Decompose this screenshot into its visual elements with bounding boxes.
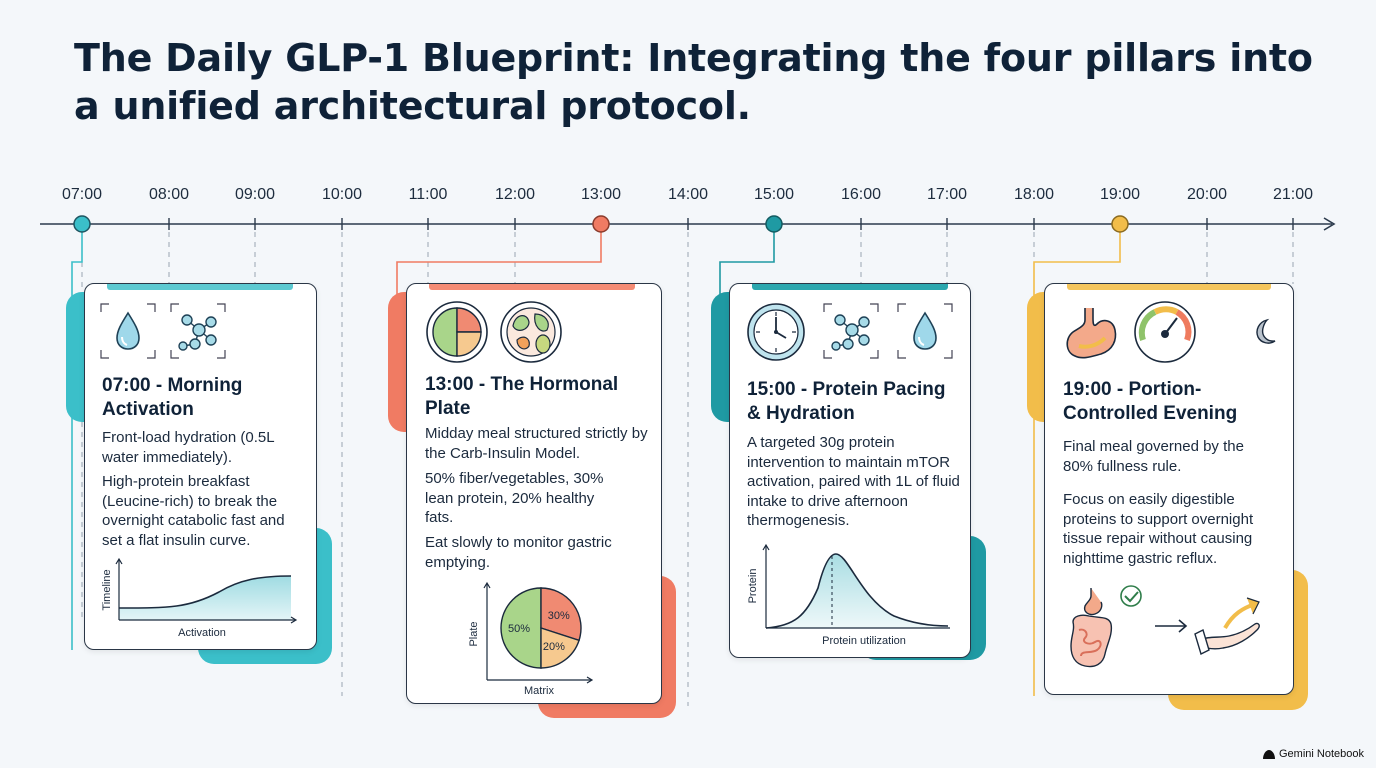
- card-paragraph: Front-load hydration (0.5L water immedia…: [102, 429, 275, 466]
- card-paragraph: Midday meal structured strictly by the C…: [425, 425, 648, 462]
- hour-label-2100: 21:00: [1272, 186, 1314, 203]
- card-paragraph: A targeted 30g protein intervention to m…: [747, 434, 960, 529]
- digestive-system-icon: [1070, 588, 1113, 668]
- pie-slice-label: 20%: [543, 641, 565, 653]
- hour-label-0700: 07:00: [61, 186, 103, 203]
- hour-label-1200: 12:00: [494, 186, 536, 203]
- molecule-icon: [170, 303, 226, 359]
- card-protein-pacing: 15:00 - Protein Pacing & Hydration A tar…: [729, 283, 971, 658]
- hand-arrow-icon: [1194, 597, 1260, 655]
- icon-row: [99, 300, 299, 364]
- marker-1900: [1111, 215, 1129, 233]
- water-drop-icon: [897, 303, 953, 359]
- activation-curve: [118, 575, 292, 609]
- digestion-illustration: [1070, 585, 1260, 668]
- protein-curve-area: [766, 554, 948, 628]
- icon-row: [1059, 300, 1281, 364]
- chart-xlabel: Matrix: [524, 685, 554, 697]
- fullness-gauge-icon: [1134, 301, 1196, 363]
- marker-1300: [592, 215, 610, 233]
- hour-label-1600: 16:00: [840, 186, 882, 203]
- stomach-icon: [1066, 308, 1117, 359]
- molecule-icon: [823, 303, 879, 359]
- card-title: 15:00 - Protein Pacing & Hydration: [747, 379, 946, 424]
- plate-pie: 50% 30% 20%: [500, 587, 582, 669]
- activation-chart: Timeline Activation: [101, 557, 298, 639]
- pie-slice-label: 30%: [548, 610, 570, 622]
- card-title: 13:00 - The Hormonal Plate: [425, 374, 619, 419]
- chart-ylabel: Timeline: [101, 569, 113, 610]
- connector-evening: [1033, 232, 1121, 696]
- connector-afternoon: [719, 232, 775, 300]
- timeline-markers: [73, 215, 1129, 233]
- card-topbar: [1067, 284, 1271, 290]
- page-title: The Daily GLP-1 Blueprint: Integrating t…: [74, 36, 1313, 128]
- hour-label-1900: 19:00: [1099, 186, 1141, 203]
- connector-midday: [396, 232, 602, 300]
- hour-label-2000: 20:00: [1186, 186, 1228, 203]
- icon-row: [746, 300, 956, 364]
- hour-label-0900: 09:00: [234, 186, 276, 203]
- brand-logo-icon: [1263, 749, 1275, 759]
- food-plate-icon: [500, 301, 562, 363]
- pie-slice-label: 50%: [508, 623, 530, 635]
- connector-morning: [71, 232, 83, 650]
- chart-xlabel: Protein utilization: [822, 635, 906, 647]
- card-paragraph: Final meal governed by the 80% fullness …: [1063, 438, 1244, 475]
- card-portion-controlled-evening: 19:00 - Portion-Controlled Evening Final…: [1044, 283, 1294, 695]
- hour-label-1700: 17:00: [926, 186, 968, 203]
- card-topbar: [107, 284, 293, 290]
- activation-curve-area: [119, 576, 291, 620]
- hour-label-1000: 10:00: [321, 186, 363, 203]
- timeline-ticks: [168, 218, 1294, 230]
- hour-label-1500: 15:00: [753, 186, 795, 203]
- card-topbar: [752, 284, 948, 290]
- card-hormonal-plate: 13:00 - The Hormonal Plate Midday meal s…: [406, 283, 662, 704]
- card-paragraph: 50% fiber/vegetables, 30% lean protein, …: [425, 470, 604, 526]
- brand-label: Gemini Notebook: [1279, 748, 1364, 760]
- pie-slice: [540, 587, 582, 642]
- right-arrow-icon: [1155, 619, 1188, 633]
- hour-label-0800: 08:00: [148, 186, 190, 203]
- protein-curve: [765, 553, 949, 629]
- marker-1500: [765, 215, 783, 233]
- brand-watermark: Gemini Notebook: [1263, 748, 1364, 760]
- chart-ylabel: Protein: [747, 569, 759, 604]
- protein-utilization-chart: Protein Protein utilization: [747, 543, 950, 647]
- chart-ylabel: Plate: [468, 621, 480, 646]
- card-paragraph: Focus on easily digestible proteins to s…: [1063, 491, 1254, 567]
- card-morning-activation: 07:00 - Morning Activation Front-load hy…: [84, 283, 317, 650]
- icon-row: [425, 300, 645, 364]
- timeline-arrowhead: [1323, 217, 1336, 231]
- check-icon: [1120, 585, 1142, 607]
- card-paragraph: High-protein breakfast (Leucine-rich) to…: [102, 473, 285, 549]
- hour-label-1100: 11:00: [408, 186, 448, 203]
- pie-slice: [540, 627, 580, 669]
- water-drop-icon: [100, 303, 156, 359]
- card-topbar: [429, 284, 635, 290]
- card-paragraph: Eat slowly to monitor gastric emptying.: [425, 534, 612, 571]
- hour-label-1800: 18:00: [1013, 186, 1055, 203]
- plate-matrix-chart: 50% 30% 20% Plate Matrix: [468, 581, 594, 697]
- hour-label-1400: 14:00: [667, 186, 709, 203]
- card-title: 19:00 - Portion-Controlled Evening: [1063, 379, 1238, 424]
- marker-0700: [73, 215, 91, 233]
- moon-icon: [1256, 318, 1276, 344]
- chart-xlabel: Activation: [178, 627, 226, 639]
- clock-icon: [747, 303, 805, 361]
- hour-label-1300: 13:00: [580, 186, 622, 203]
- card-title: 07:00 - Morning Activation: [102, 375, 243, 420]
- pie-slice: [500, 587, 542, 669]
- divided-plate-icon: [426, 301, 488, 363]
